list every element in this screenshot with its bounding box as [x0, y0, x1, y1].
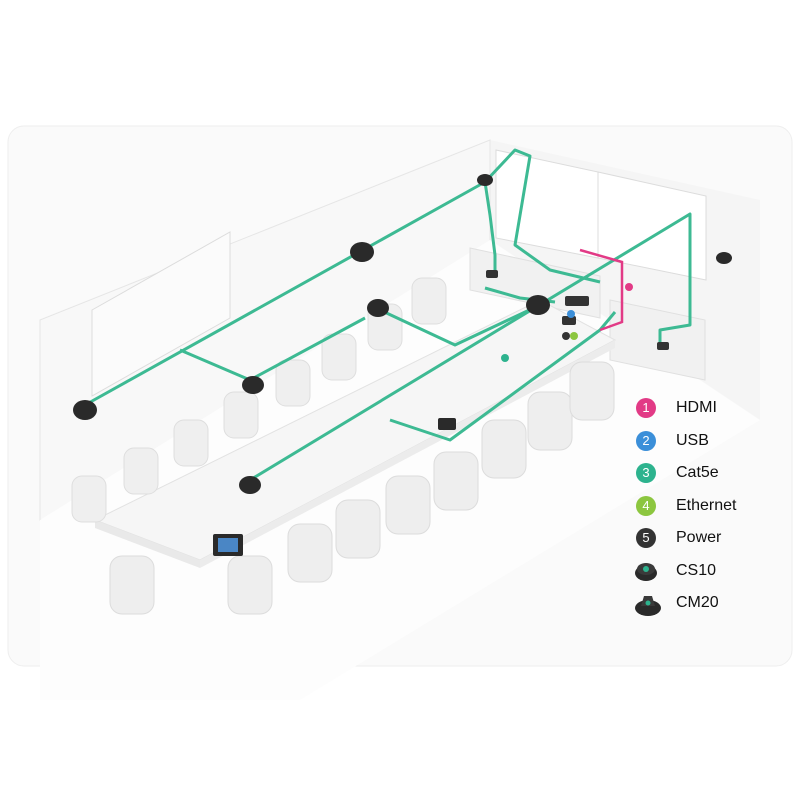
hub-box-icon [565, 296, 589, 306]
marker-ethernet [570, 332, 578, 340]
number-badge-icon: 3 [636, 463, 656, 483]
chair [173, 419, 209, 467]
chair [109, 555, 155, 615]
marker-hdmi [625, 283, 633, 291]
legend-item-ethernet: 4 Ethernet [636, 494, 786, 527]
cable-markers [501, 283, 633, 362]
cs10-mic-icon [367, 299, 389, 317]
camera-icon [477, 174, 493, 186]
legend-item-cat5e: 3 Cat5e [636, 461, 786, 494]
chair [569, 361, 615, 421]
legend-item-cm20: CM20 [635, 591, 786, 624]
chair [481, 419, 527, 479]
side-whiteboard [91, 231, 231, 397]
cs10-mic-icon [635, 562, 657, 581]
legend: 1 HDMI 2 USB 3 Cat5e 4 Ethernet 5 Power … [635, 396, 786, 624]
cm20-mic-icon [73, 400, 97, 420]
legend-label: HDMI [676, 399, 717, 416]
number-badge-icon: 2 [636, 430, 656, 451]
table-edge-long [200, 340, 615, 568]
adapter-icon [562, 316, 576, 325]
legend-label: Cat5e [676, 464, 719, 481]
cm20-mic-icon [635, 596, 661, 616]
legend-label: Ethernet [676, 496, 737, 514]
devices [73, 174, 732, 556]
number-badge-icon: 5 [636, 528, 656, 548]
adapter-icon [657, 342, 669, 350]
cm20-mic-icon [350, 242, 374, 262]
chair [71, 475, 107, 523]
chair [433, 451, 479, 511]
laptop-screen [218, 538, 238, 552]
chairs-front-row [109, 361, 615, 615]
legend-item-cs10: CS10 [635, 559, 786, 592]
marker-power [562, 332, 570, 340]
chair [527, 391, 573, 451]
chair [275, 359, 311, 407]
legend-label: Power [676, 529, 722, 546]
marker-cat5e [501, 354, 509, 362]
chair [227, 555, 273, 615]
legend-item-usb: 2 USB [636, 429, 786, 462]
hdmi-cable [579, 248, 624, 332]
legend-label: CM20 [676, 594, 719, 611]
legend-label: USB [676, 431, 709, 449]
legend-item-hdmi: 1 HDMI [636, 396, 786, 429]
chair [411, 277, 447, 325]
touch-panel-icon [438, 418, 456, 430]
number-badge-icon: 1 [636, 398, 656, 418]
table-edge [95, 520, 200, 568]
chair [321, 333, 357, 381]
camera-icon [716, 252, 732, 264]
cm20-mic-icon [526, 295, 550, 315]
marker-usb [567, 310, 575, 318]
chair [335, 499, 381, 559]
legend-item-power: 5 Power [636, 526, 786, 559]
number-badge-icon: 4 [636, 495, 656, 516]
chair [123, 447, 159, 495]
cs10-mic-icon [242, 376, 264, 394]
chair [385, 475, 431, 535]
chair [223, 391, 259, 439]
cs10-mic-icon [239, 476, 261, 494]
legend-label: CS10 [676, 561, 717, 579]
chairs-back-row [71, 277, 447, 523]
adapter-icon [486, 270, 498, 278]
chair [287, 523, 333, 583]
